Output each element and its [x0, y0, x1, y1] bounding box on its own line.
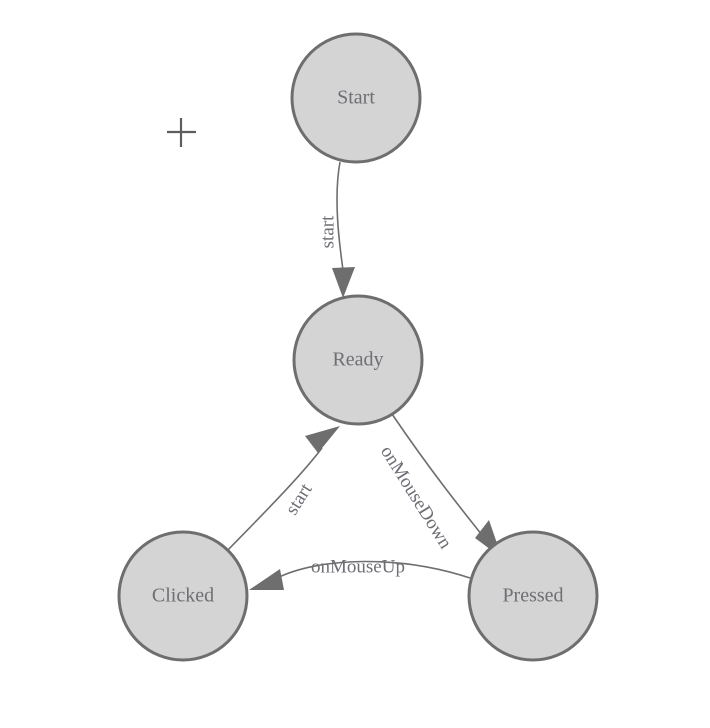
edge-label-start-top: start: [317, 215, 338, 248]
arrowhead-into-ready-top: [332, 267, 355, 298]
edge-clicked-to-ready[interactable]: start: [226, 426, 340, 552]
edge-label-start-bottom: start: [281, 479, 317, 518]
edge-label-onmousedown: onMouseDown: [376, 442, 456, 553]
edge-start-to-ready-path: [336, 161, 344, 271]
node-clicked-label: Clicked: [152, 585, 214, 607]
crosshair-icon: [167, 118, 196, 147]
node-pressed[interactable]: Pressed: [467, 530, 599, 662]
node-start-circle: [290, 32, 422, 164]
arrowhead-into-clicked: [249, 569, 284, 590]
edge-ready-to-pressed-path: [391, 413, 487, 541]
node-clicked[interactable]: Clicked: [117, 530, 249, 662]
node-clicked-circle: [117, 530, 249, 662]
arrowhead-into-ready-bottom: [305, 426, 340, 453]
node-start[interactable]: Start: [290, 32, 422, 164]
node-pressed-circle: [467, 530, 599, 662]
edge-pressed-to-clicked[interactable]: onMouseUp: [249, 556, 471, 590]
edge-pressed-to-clicked-path: [276, 560, 471, 579]
edge-start-to-ready[interactable]: start: [317, 161, 355, 298]
edge-clicked-to-ready-path: [226, 447, 323, 552]
edge-ready-to-pressed[interactable]: onMouseDown: [376, 413, 502, 558]
node-start-label: Start: [337, 87, 375, 109]
node-ready-label: Ready: [332, 349, 383, 371]
node-ready-circle: [292, 294, 424, 426]
node-ready[interactable]: Ready: [292, 294, 424, 426]
edge-label-onmouseup: onMouseUp: [311, 556, 405, 577]
node-pressed-label: Pressed: [502, 585, 563, 607]
